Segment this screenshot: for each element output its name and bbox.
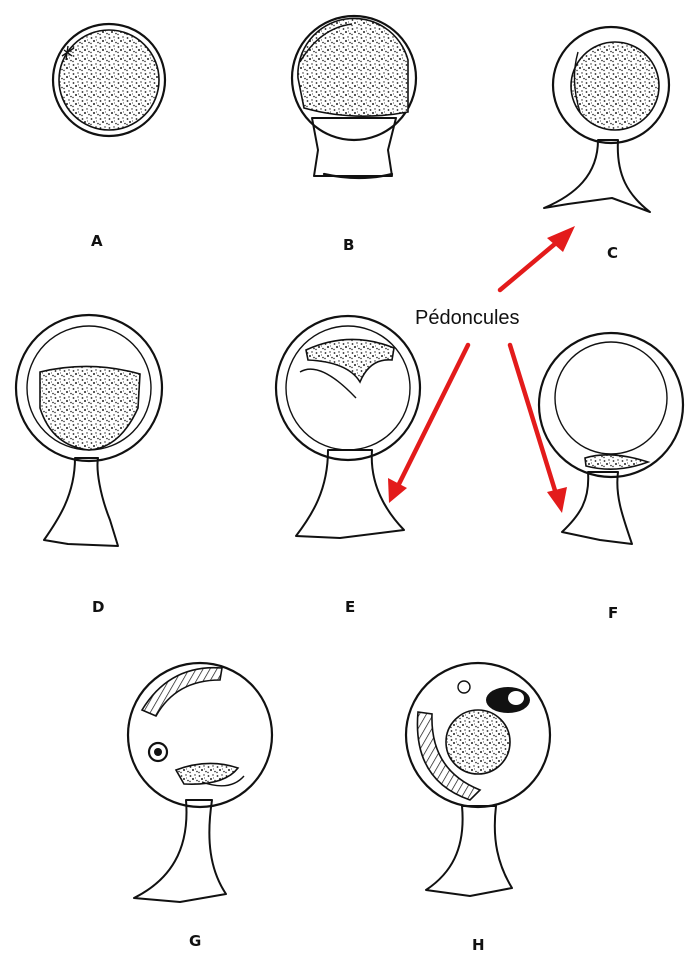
arrow-to-e bbox=[388, 345, 468, 503]
arrow-to-c bbox=[500, 226, 575, 290]
stage-label-g: G bbox=[189, 932, 201, 950]
stage-label-f: F bbox=[608, 604, 618, 622]
stage-e-egg bbox=[276, 316, 420, 538]
arrows bbox=[388, 226, 575, 513]
stage-label-c: C bbox=[607, 244, 618, 262]
stage-label-e: E bbox=[345, 598, 355, 616]
stage-label-a: A bbox=[91, 232, 103, 250]
stage-g-egg bbox=[128, 663, 272, 902]
stage-b-egg bbox=[292, 16, 416, 178]
stage-a-egg bbox=[53, 24, 165, 136]
stage-h-egg bbox=[406, 663, 550, 896]
arrow-to-f bbox=[510, 345, 567, 513]
stage-c-egg bbox=[544, 27, 669, 212]
annotation-pedoncules: Pédoncules bbox=[415, 307, 520, 329]
stage-f-egg bbox=[539, 333, 683, 544]
stage-label-h: H bbox=[472, 936, 485, 954]
stage-d-egg bbox=[16, 315, 162, 546]
stage-label-b: B bbox=[343, 236, 354, 254]
stage-label-d: D bbox=[92, 598, 104, 616]
